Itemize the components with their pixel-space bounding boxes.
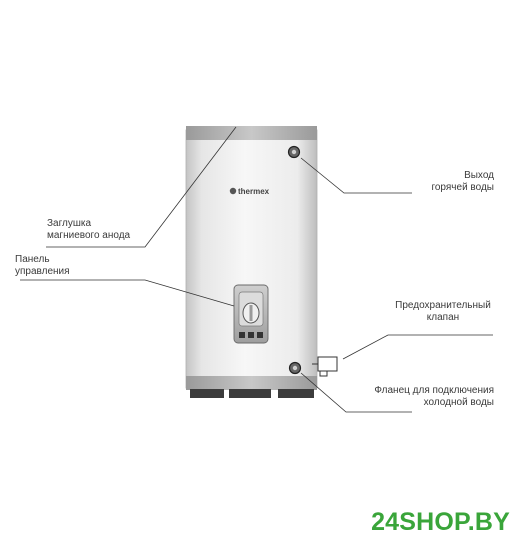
brand-logo: thermex bbox=[229, 187, 270, 196]
shop-watermark: 24SHOP.BY bbox=[371, 508, 510, 536]
callout-control-panel: Панель управления bbox=[15, 254, 70, 278]
callout-line: Предохранительный bbox=[395, 300, 491, 311]
callout-cold-water-flange: Фланец для подключения холодной воды bbox=[360, 385, 494, 409]
heater-foot bbox=[278, 389, 314, 398]
callout-anode-plug: Заглушка магниевого анода bbox=[47, 218, 130, 242]
brand-logo-icon bbox=[229, 187, 237, 195]
callout-line: горячей воды bbox=[431, 182, 494, 193]
callout-line: управления bbox=[15, 266, 70, 277]
water-heater: thermex bbox=[185, 126, 318, 398]
heater-foot bbox=[190, 389, 224, 398]
indicator-light bbox=[248, 332, 254, 338]
callout-safety-valve: Предохранительный клапан bbox=[388, 300, 498, 324]
leader-line-hot-water bbox=[300, 157, 412, 194]
indicator-light bbox=[257, 332, 263, 338]
heater-top-cap bbox=[186, 126, 317, 140]
leader-line-panel bbox=[20, 279, 235, 307]
heater-bottom-cap bbox=[186, 376, 317, 390]
callout-line: Выход bbox=[464, 170, 494, 181]
callout-line: клапан bbox=[426, 312, 460, 323]
heater-foot bbox=[229, 389, 271, 398]
callout-line: Заглушка bbox=[47, 218, 92, 229]
leader-line-anode bbox=[46, 126, 237, 248]
callout-line: Панель bbox=[15, 254, 50, 265]
callout-hot-water-outlet: Выход горячей воды bbox=[408, 170, 494, 194]
leader-line-valve bbox=[342, 334, 493, 360]
callout-line: Фланец для подключения bbox=[374, 385, 494, 396]
leader-line-flange bbox=[300, 372, 412, 413]
heater-body bbox=[185, 129, 318, 389]
callout-line: холодной воды bbox=[423, 397, 494, 408]
callout-line: магниевого анода bbox=[47, 230, 131, 241]
safety-valve bbox=[312, 356, 338, 377]
brand-logo-text: thermex bbox=[238, 187, 270, 196]
control-panel bbox=[233, 284, 269, 344]
leader-lines bbox=[20, 126, 493, 413]
indicator-light bbox=[239, 332, 245, 338]
